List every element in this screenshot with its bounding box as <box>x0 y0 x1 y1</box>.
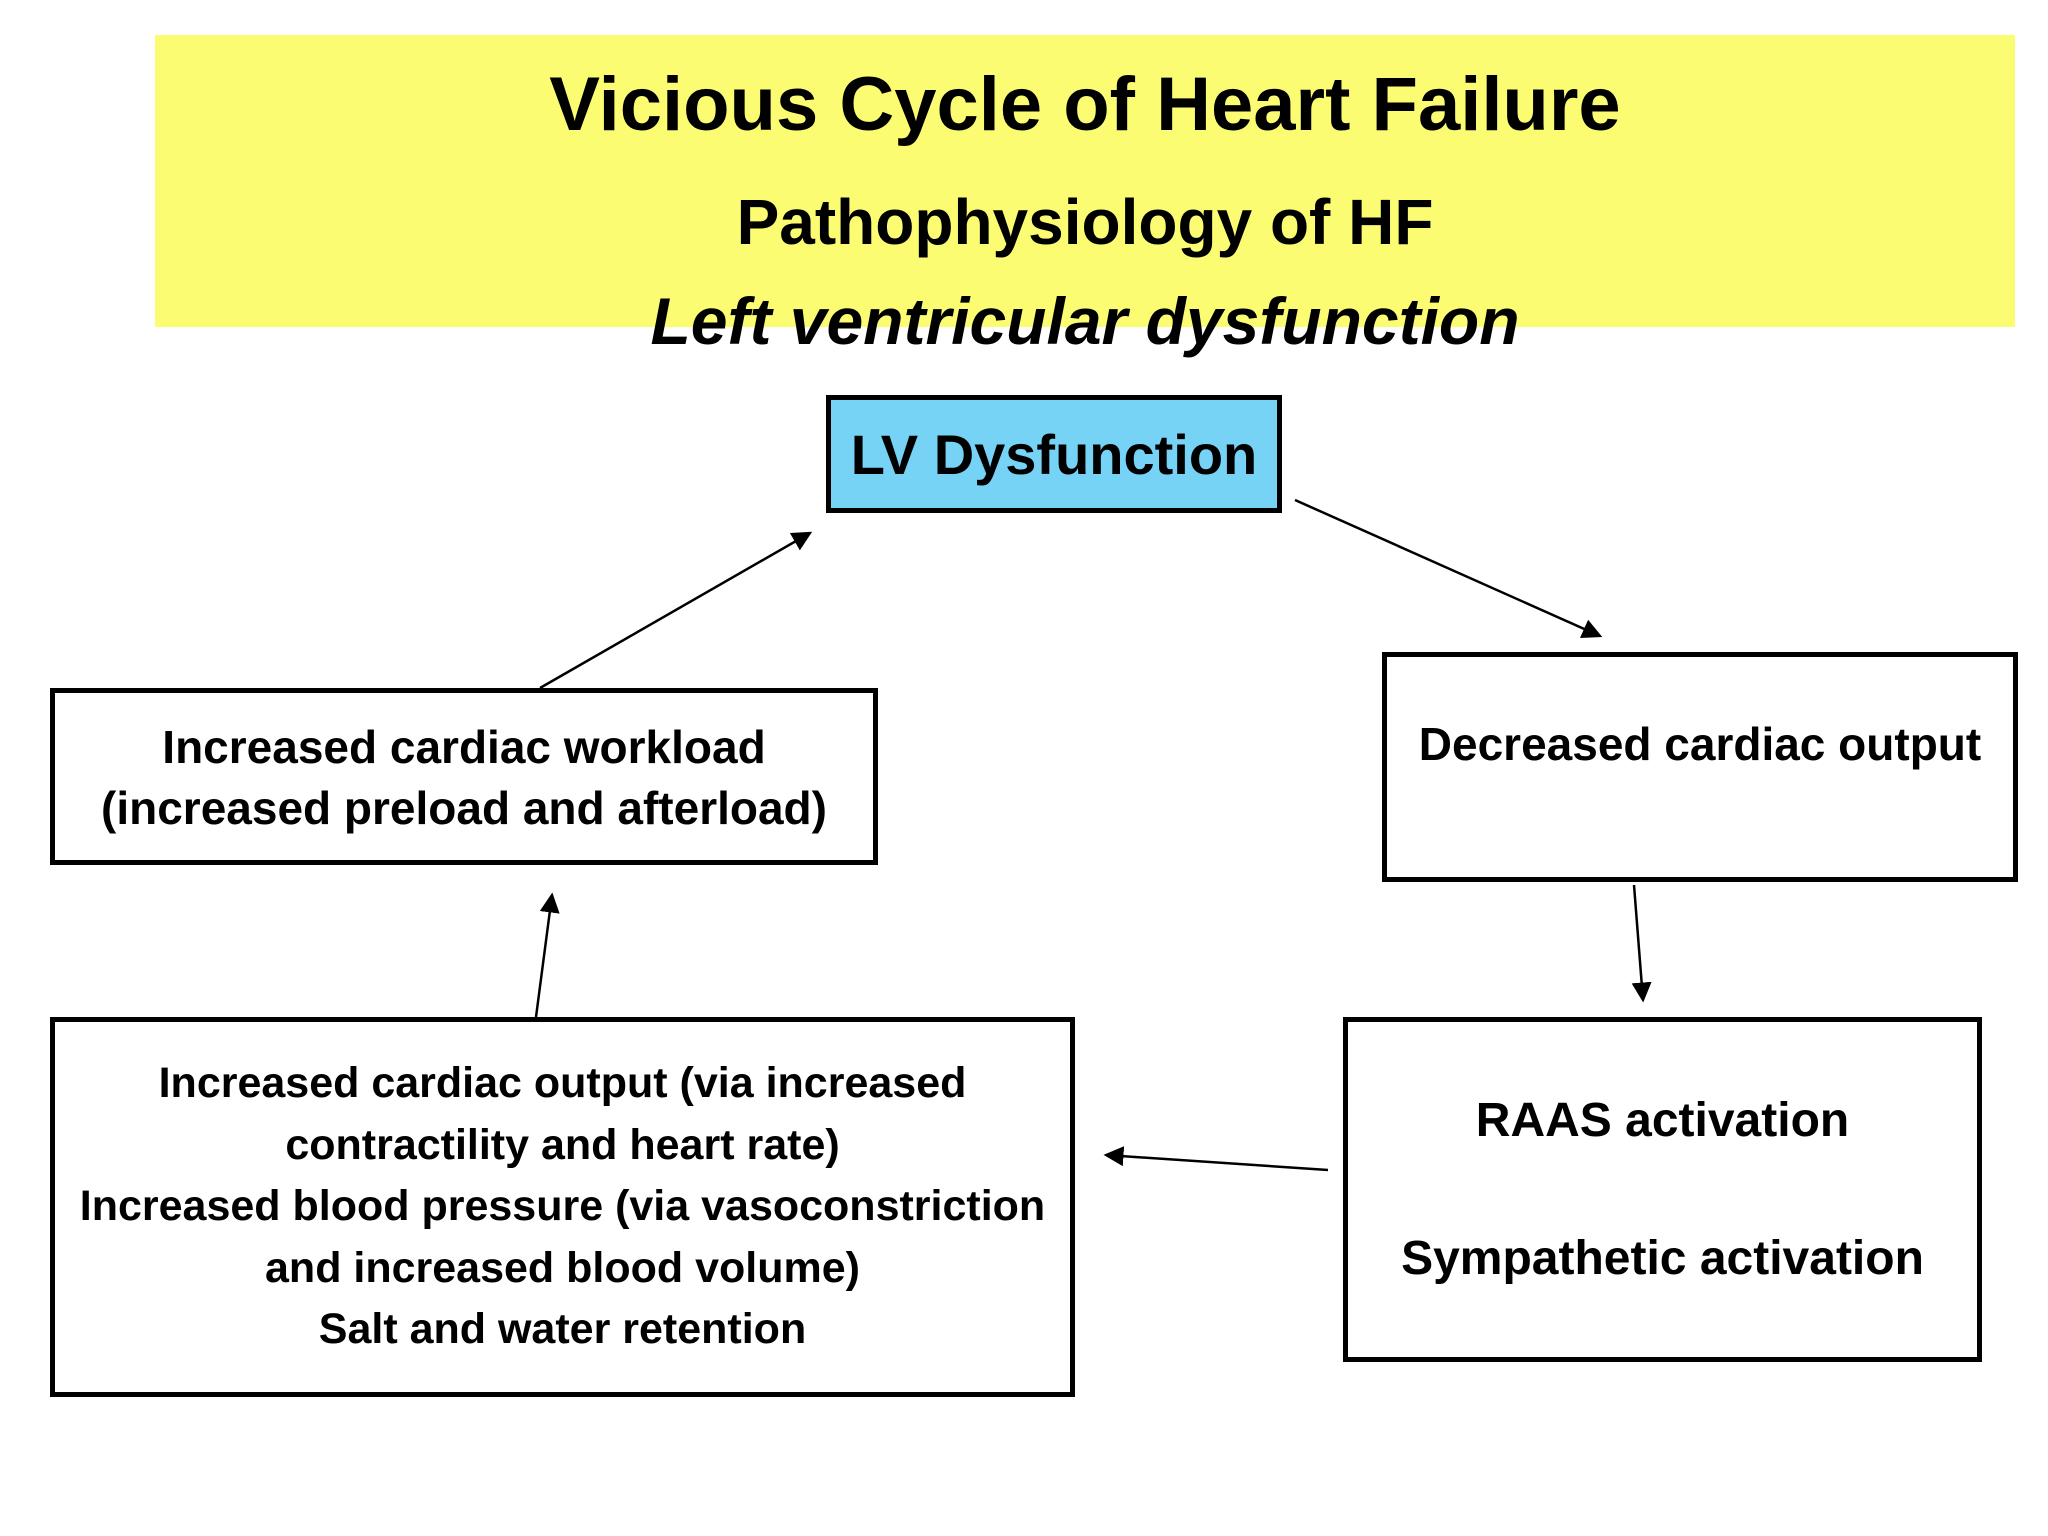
arrow-compensation-to-workload <box>534 892 560 1018</box>
page-title: Vicious Cycle of Heart Failure <box>549 62 1621 147</box>
node-raas-activation-label: RAAS activation <box>1475 1093 1850 1147</box>
page-topic: Left ventricular dysfunction <box>650 284 1520 358</box>
node-lv-dysfunction: LV Dysfunction <box>826 395 1282 513</box>
arrow-activation-to-compensation <box>1103 1146 1329 1172</box>
node-compensatory-mechanisms: Increased cardiac output (via increased … <box>50 1017 1075 1397</box>
node-neurohormonal-activation: RAAS activation Sympathetic activation <box>1343 1017 1982 1362</box>
node-decreased-cardiac-output: Decreased cardiac output <box>1382 652 2018 882</box>
node-compensation-line-1: Increased cardiac output (via increased <box>158 1059 967 1108</box>
node-sympathetic-activation-label: Sympathetic activation <box>1401 1231 1924 1285</box>
node-compensation-line-3: Increased blood pressure (via vasoconstr… <box>79 1182 1046 1231</box>
title-banner: Vicious Cycle of Heart Failure Pathophys… <box>155 35 2015 357</box>
node-workload-line-2: (increased preload and afterload) <box>101 781 827 834</box>
arrow-decreased-output-to-activation <box>1631 884 1652 1003</box>
page-subtitle: Pathophysiology of HF <box>736 186 1434 258</box>
node-compensation-line-2: contractility and heart rate) <box>285 1120 840 1169</box>
node-compensation-line-4: and increased blood volume) <box>265 1243 860 1292</box>
arrow-lv-to-decreased-output <box>1294 498 1603 639</box>
arrow-workload-to-lv <box>539 531 813 690</box>
node-workload-line-1: Increased cardiac workload <box>162 721 766 773</box>
node-decreased-cardiac-output-label: Decreased cardiac output <box>1418 718 1982 770</box>
node-increased-cardiac-workload: Increased cardiac workload (increased pr… <box>50 688 878 865</box>
node-compensation-line-5: Salt and water retention <box>318 1305 807 1354</box>
node-lv-dysfunction-label: LV Dysfunction <box>850 422 1258 486</box>
